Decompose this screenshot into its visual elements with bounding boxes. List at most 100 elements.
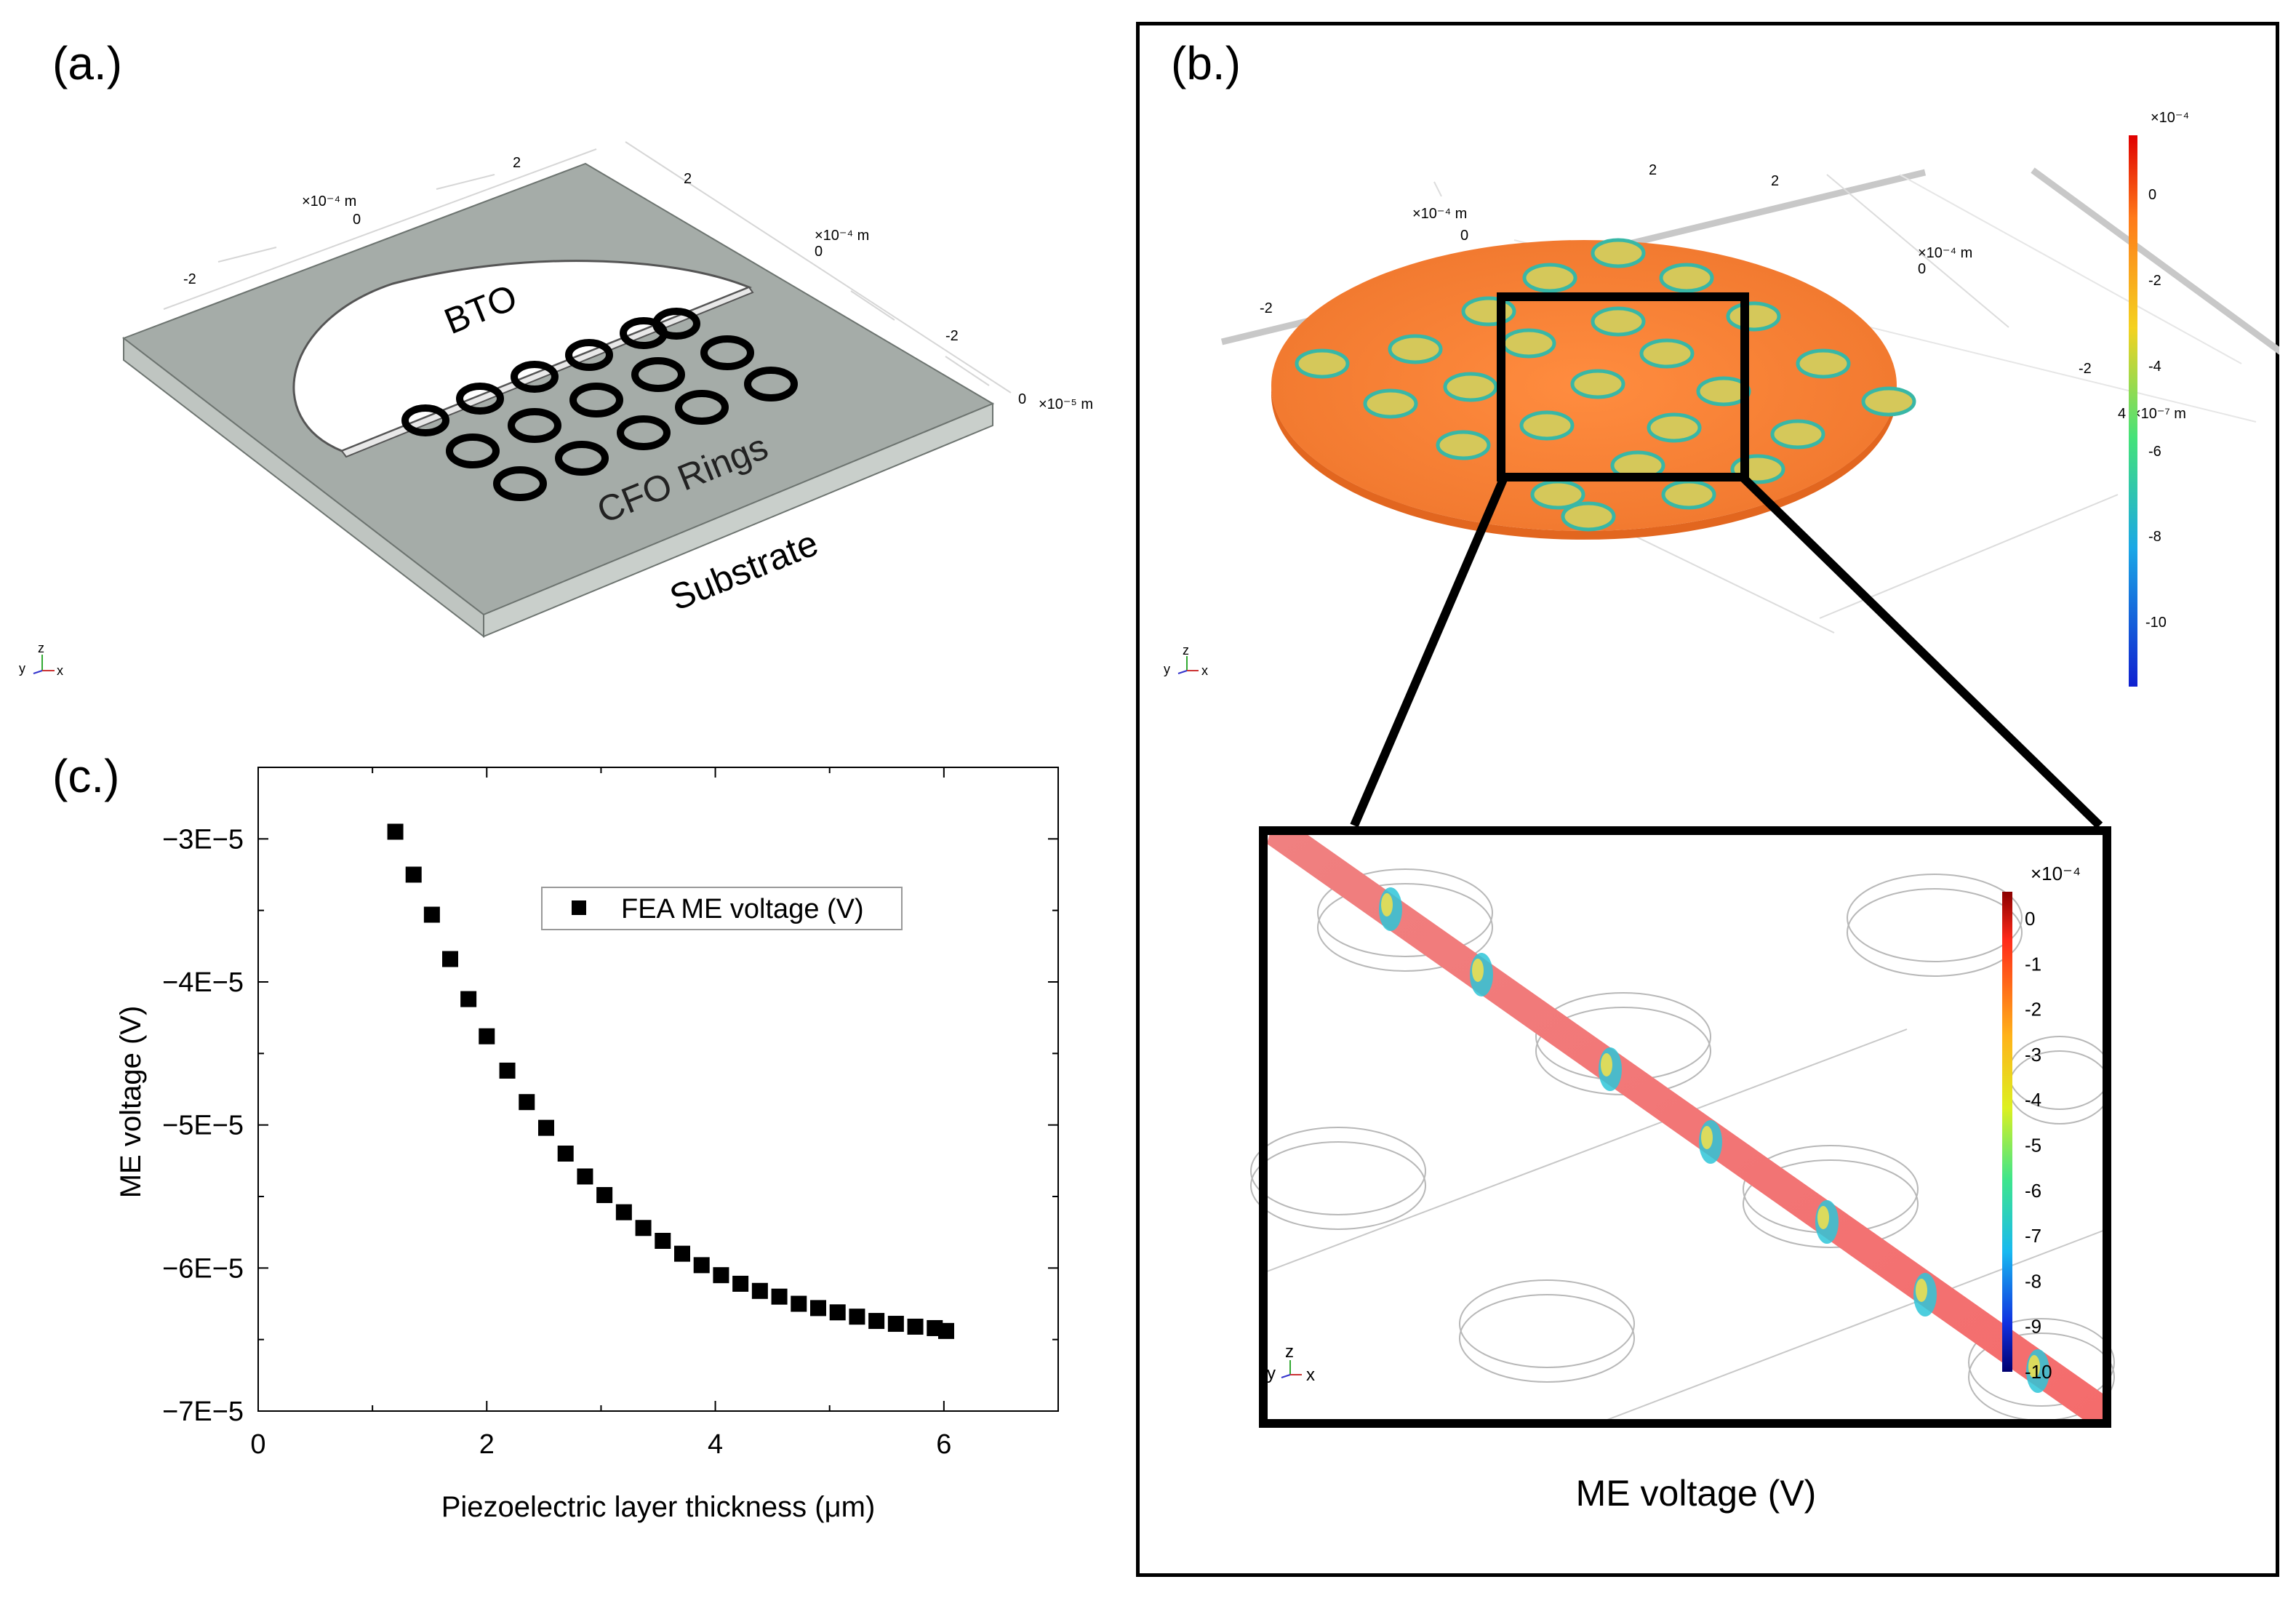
colorbar bbox=[2129, 135, 2137, 687]
data-point bbox=[907, 1318, 924, 1335]
zoom-colorbar-tick-label: -1 bbox=[2025, 953, 2041, 975]
panel-b-frame bbox=[1136, 22, 2279, 1577]
data-point bbox=[693, 1257, 710, 1274]
data-point bbox=[519, 1094, 535, 1111]
b-z-scale: ×10⁻⁷ m bbox=[2132, 406, 2186, 422]
z-tick: 0 bbox=[1018, 391, 1026, 407]
svg-text:x: x bbox=[57, 663, 63, 678]
panel-b-label: (b.) bbox=[1171, 37, 1241, 89]
svg-text:y: y bbox=[1164, 662, 1170, 676]
x-tick-label: 6 bbox=[936, 1429, 951, 1460]
colorbar-tick-0: 0 bbox=[2148, 187, 2156, 203]
zoom-colorbar bbox=[2002, 892, 2012, 1372]
b-y-tick-0: 2 bbox=[1771, 173, 1779, 189]
zoom-colorbar-tick-label: -4 bbox=[2025, 1089, 2041, 1111]
zoom-inset-border bbox=[1259, 826, 2111, 1428]
data-point bbox=[387, 823, 404, 840]
data-point bbox=[615, 1204, 632, 1221]
colorbar-scale: ×10⁻⁴ bbox=[2151, 110, 2189, 126]
x-tick-label: 2 bbox=[479, 1429, 495, 1460]
zoom-colorbar-scale: ×10⁻⁴ bbox=[2031, 863, 2081, 884]
chart-legend: FEA ME voltage (V) bbox=[541, 887, 903, 930]
x-scale: ×10⁻⁴ m bbox=[302, 193, 356, 209]
data-point bbox=[829, 1304, 846, 1321]
x-tick-label: 0 bbox=[250, 1429, 265, 1460]
beam-hotspots-inner bbox=[1381, 893, 2040, 1378]
b-x-tick-0: -2 bbox=[1260, 300, 1273, 316]
y-tick-label: −7E−5 bbox=[162, 1397, 244, 1427]
data-point bbox=[460, 991, 477, 1007]
data-point bbox=[405, 866, 422, 883]
zoom-colorbar-tick-label: -7 bbox=[2025, 1225, 2041, 1247]
colorbar-tick-2: -4 bbox=[2148, 359, 2161, 375]
svg-text:z: z bbox=[1183, 643, 1189, 658]
y-tick-label: −4E−5 bbox=[162, 967, 244, 998]
b-x-scale: ×10⁻⁴ m bbox=[1412, 206, 1467, 222]
y-tick-label: −5E−5 bbox=[162, 1111, 244, 1141]
colorbar-tick-5: -10 bbox=[2145, 615, 2167, 631]
y-tick-label: −3E−5 bbox=[162, 824, 244, 855]
svg-text:y: y bbox=[1267, 1364, 1276, 1383]
panel-b-figure: ×10⁻⁴ m -2 0 2 2 ×10⁻⁴ m 0 -2 4 ×10⁻⁷ m bbox=[1164, 110, 2279, 1514]
data-point bbox=[938, 1322, 954, 1339]
y-tick-1: 0 bbox=[815, 244, 823, 260]
data-point bbox=[499, 1062, 516, 1079]
x-axis-label: Piezoelectric layer thickness (μm) bbox=[441, 1491, 876, 1523]
inset-gridlines bbox=[1263, 1028, 2108, 1423]
b-z-tick: 4 bbox=[2118, 406, 2126, 422]
svg-text:x: x bbox=[1201, 663, 1208, 678]
data-point bbox=[635, 1220, 652, 1237]
data-point bbox=[751, 1282, 768, 1299]
zoom-selection-box bbox=[1497, 292, 1749, 482]
zoom-colorbar-tick-label: 0 bbox=[2025, 908, 2035, 930]
inset-axis-triad: y z x bbox=[1267, 1342, 1315, 1385]
data-point bbox=[479, 1028, 495, 1044]
b-y-tick-1: 0 bbox=[1918, 261, 1926, 277]
b-x-tick-2: 2 bbox=[1649, 162, 1657, 178]
disc-rings bbox=[1295, 238, 1916, 532]
panel-b-caption: ME voltage (V) bbox=[1576, 1473, 1817, 1514]
colorbar-tick-3: -6 bbox=[2148, 444, 2161, 460]
data-point bbox=[771, 1288, 788, 1305]
chart-points bbox=[387, 823, 954, 1339]
bto-half-disc bbox=[292, 260, 752, 452]
data-point bbox=[732, 1275, 749, 1292]
x-tick-1: 0 bbox=[353, 212, 361, 228]
data-point bbox=[557, 1146, 574, 1162]
zoom-colorbar-tick-label: -3 bbox=[2025, 1044, 2041, 1066]
y-tick-label: −6E−5 bbox=[162, 1253, 244, 1284]
b-x-tick-1: 0 bbox=[1460, 228, 1468, 244]
y-axis-label: ME voltage (V) bbox=[115, 1006, 147, 1199]
b-y-tick-2: -2 bbox=[2079, 361, 2092, 377]
legend-marker bbox=[572, 900, 586, 915]
x-tick-2: 2 bbox=[513, 155, 521, 171]
cfo-rings bbox=[401, 308, 798, 501]
data-point bbox=[577, 1168, 593, 1185]
data-point bbox=[868, 1313, 885, 1330]
panel-a-label: (a.) bbox=[52, 37, 122, 89]
svg-text:z: z bbox=[38, 641, 44, 655]
data-point bbox=[442, 951, 458, 967]
data-point bbox=[887, 1316, 904, 1333]
colorbar-tick-4: -8 bbox=[2148, 529, 2161, 545]
substrate-left bbox=[123, 336, 484, 639]
b-axis-triad: y z x bbox=[1164, 643, 1208, 678]
data-point bbox=[538, 1119, 554, 1136]
svg-text:y: y bbox=[19, 661, 25, 676]
data-point bbox=[791, 1295, 807, 1312]
panel-a-schematic: BTO CFO Rings Substrate ×10⁻⁴ m -2 0 2 ×… bbox=[19, 141, 1093, 678]
zoom-line-right bbox=[1736, 471, 2103, 829]
data-point bbox=[713, 1267, 729, 1284]
axis-grid bbox=[163, 141, 1012, 393]
zoom-colorbar-tick-label: -6 bbox=[2025, 1180, 2041, 1202]
data-point bbox=[596, 1187, 613, 1204]
data-point bbox=[849, 1309, 865, 1325]
zoom-colorbar-ticks: 0-1-2-3-4-5-6-7-8-9-10 bbox=[2025, 908, 2052, 1383]
colorbar-tick-1: -2 bbox=[2148, 273, 2161, 289]
data-point bbox=[423, 906, 440, 923]
axis-triad: y z x bbox=[19, 641, 63, 678]
zoom-colorbar-tick-label: -9 bbox=[2025, 1316, 2041, 1338]
b-y-scale: ×10⁻⁴ m bbox=[1918, 245, 1972, 261]
